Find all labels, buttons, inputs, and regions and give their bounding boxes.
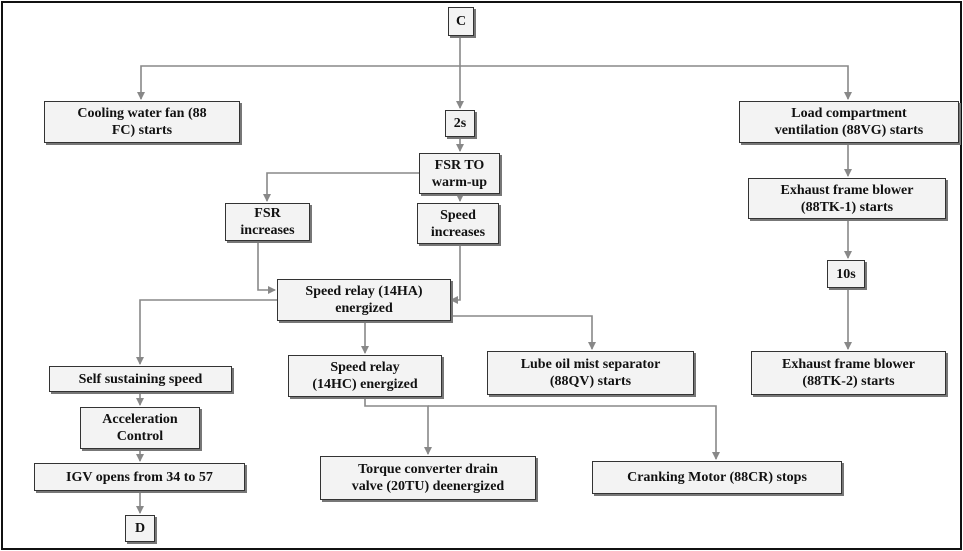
- node-cooling-water-fan: Cooling water fan (88 FC) starts: [44, 101, 240, 143]
- node-cranking-motor-stops: Cranking Motor (88CR) stops: [592, 461, 842, 494]
- edge-relay14ha-lube: [451, 315, 596, 350]
- node-self-sustaining-speed: Self sustaining speed: [49, 366, 232, 392]
- node-fsr-to-warmup: FSR TO warm-up: [419, 153, 500, 194]
- node-delay-2s: 2s: [445, 110, 475, 137]
- edge-relay14ha-selfsustaining: [136, 299, 278, 365]
- edge-relay14hc-torque: [364, 397, 432, 455]
- node-d: D: [125, 515, 155, 542]
- node-load-compartment: Load compartment ventilation (88VG) star…: [739, 101, 959, 143]
- node-lube-oil-mist-separator: Lube oil mist separator (88QV) starts: [487, 351, 694, 395]
- node-igv-opens: IGV opens from 34 to 57: [34, 463, 245, 491]
- edge-c-cooling: [137, 36, 461, 100]
- node-c: C: [448, 7, 474, 36]
- node-torque-converter-drain: Torque converter drain valve (20TU) deen…: [320, 456, 536, 500]
- node-exhaust-blower-2: Exhaust frame blower (88TK-2) starts: [751, 351, 946, 395]
- node-fsr-increases: FSR increases: [225, 203, 310, 241]
- edge-speedinc-relay14ha: [450, 244, 461, 304]
- node-speed-relay-14hc: Speed relay (14HC) energized: [288, 355, 442, 397]
- node-speed-relay-14ha: Speed relay (14HA) energized: [277, 279, 451, 321]
- edge-fsrinc-relay14ha: [257, 241, 276, 294]
- node-speed-increases: Speed increases: [417, 203, 499, 244]
- edge-c-load: [460, 65, 852, 100]
- node-acceleration-control: Acceleration Control: [80, 407, 200, 449]
- edge-relay14hc-cranking: [428, 405, 720, 460]
- node-exhaust-blower-1: Exhaust frame blower (88TK-1) starts: [748, 178, 946, 219]
- edge-fsrto-fsrinc: [263, 172, 420, 202]
- node-delay-10s: 10s: [827, 260, 865, 288]
